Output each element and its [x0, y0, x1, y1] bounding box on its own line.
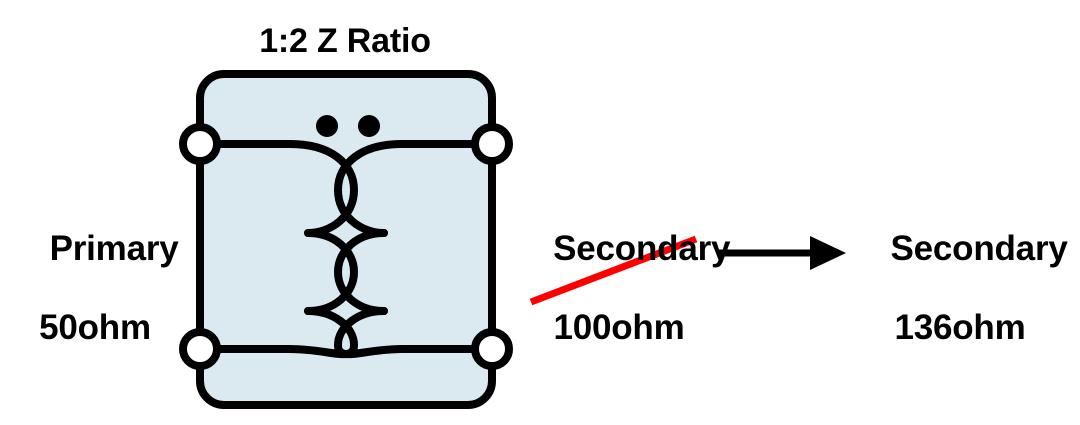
transformer-core-body [196, 70, 496, 409]
terminal-primary-bottom[interactable] [179, 328, 221, 370]
terminal-secondary-bottom[interactable] [471, 328, 513, 370]
label-secondary-old-line1: Secondary [553, 229, 731, 269]
secondary-turn-1 [333, 140, 406, 237]
label-secondary-new-line2: 136ohm [894, 307, 1026, 347]
label-secondary-new: Secondary 136ohm [845, 190, 1075, 425]
terminal-primary-top[interactable] [179, 123, 221, 165]
strikethrough-line [529, 235, 698, 306]
label-primary-line2: 50ohm [39, 307, 151, 347]
primary-turn-2 [304, 229, 359, 315]
label-secondary-old-line2: 100ohm [553, 307, 685, 347]
primary-turn-1 [286, 140, 359, 237]
label-primary: Primary 50ohm [2, 190, 188, 425]
secondary-polarity-dot-icon [358, 115, 380, 137]
transition-arrow-icon [718, 236, 846, 270]
label-secondary-new-line1: Secondary [890, 229, 1068, 269]
secondary-turn-3 [333, 307, 406, 359]
label-primary-line1: Primary [49, 229, 179, 269]
primary-turn-3 [286, 307, 359, 359]
terminal-secondary-top[interactable] [471, 123, 513, 165]
primary-polarity-dot-icon [316, 115, 338, 137]
label-secondary-old: Secondary 100ohm [515, 190, 730, 425]
secondary-turn-2 [333, 229, 388, 315]
page-title: 1:2 Z Ratio [259, 22, 431, 60]
